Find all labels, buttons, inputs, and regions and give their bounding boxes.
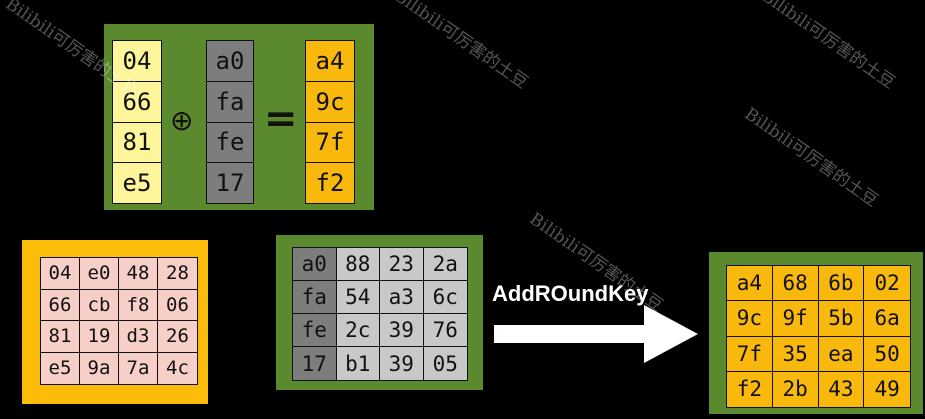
key-column-cell: fe — [207, 122, 253, 164]
state-matrix-cell: 04 — [41, 258, 80, 290]
state-matrix-cell: 28 — [158, 258, 197, 290]
round-key-cell: fe — [293, 314, 337, 347]
result-matrix-cell: 02 — [864, 266, 910, 302]
watermark-text: Bilibili可厉害的土豆 — [740, 104, 882, 212]
state-matrix-cell: f8 — [119, 289, 158, 321]
round-key-cell: 39 — [380, 314, 424, 347]
round-key-cell: 17 — [293, 347, 337, 380]
result-matrix-cell: 49 — [864, 371, 910, 407]
state-matrix-cell: 19 — [80, 321, 119, 353]
result-matrix-cell: 9c — [727, 301, 773, 337]
result-matrix-cell: 50 — [864, 336, 910, 372]
round-key-cell: 39 — [380, 347, 424, 380]
state-matrix-cell: e0 — [80, 258, 119, 290]
round-key-cell: b1 — [336, 347, 380, 380]
state-matrix-cell: 06 — [158, 289, 197, 321]
result-matrix-cell: 7f — [727, 336, 773, 372]
result-matrix-cell: 6a — [864, 301, 910, 337]
state-column-cell: 04 — [113, 41, 161, 82]
round-key-cell: 6c — [423, 281, 467, 314]
result-matrix-cell: 5b — [818, 301, 865, 337]
operation-label: AddROundKey — [492, 281, 649, 306]
state-matrix-cell: 26 — [158, 321, 197, 353]
state-matrix-cell: 48 — [119, 258, 158, 290]
round-key-cell: 54 — [336, 281, 380, 314]
result-column-cell: 7f — [306, 122, 354, 164]
round-key-cell: fa — [293, 281, 337, 314]
round-key-cell: 05 — [423, 347, 467, 380]
state-column-cell: 66 — [113, 81, 161, 123]
state-matrix-cell: 66 — [41, 289, 80, 321]
key-column-cell: 17 — [207, 163, 253, 203]
result-matrix-cell: 35 — [772, 336, 819, 372]
round-key-cell: 23 — [380, 248, 424, 281]
right-arrow-icon — [494, 305, 698, 363]
round-key-cell: 88 — [336, 248, 380, 281]
state-matrix-cell: e5 — [41, 352, 80, 384]
state-matrix-cell: 81 — [41, 321, 80, 353]
result-matrix-cell: 43 — [818, 371, 865, 407]
result-column-cell: f2 — [306, 163, 354, 203]
result-column-cell: 9c — [306, 81, 354, 123]
round-key-cell: 76 — [423, 314, 467, 347]
result-matrix-cell: 9f — [772, 301, 819, 337]
round-key-cell: a0 — [293, 248, 337, 281]
state-matrix-cell: cb — [80, 289, 119, 321]
watermark-text: Bilibili可厉害的土豆 — [390, 0, 532, 94]
xor-symbol: ⊕ — [170, 104, 194, 137]
round-key-cell: 2a — [423, 248, 467, 281]
result-matrix-cell: a4 — [727, 266, 773, 302]
key-column-cell: fa — [207, 81, 253, 123]
state-matrix-cell: 9a — [80, 352, 119, 384]
result-matrix-cell: f2 — [727, 371, 773, 407]
state-matrix-cell: 4c — [158, 352, 197, 384]
result-matrix-cell: 2b — [772, 371, 819, 407]
state-column-cell: 81 — [113, 122, 161, 164]
watermark-text: Bilibili可厉害的土豆 — [757, 0, 899, 94]
result-matrix-cell: 68 — [772, 266, 819, 302]
round-key-cell: a3 — [380, 281, 424, 314]
result-column-cell: a4 — [306, 41, 354, 82]
result-matrix-cell: 6b — [818, 266, 865, 302]
state-matrix-cell: 7a — [119, 352, 158, 384]
key-column-cell: a0 — [207, 41, 253, 82]
round-key-cell: 2c — [336, 314, 380, 347]
result-matrix-cell: ea — [818, 336, 865, 372]
state-matrix-cell: d3 — [119, 321, 158, 353]
state-column-cell: e5 — [113, 163, 161, 203]
equals-symbol: = — [264, 96, 298, 142]
